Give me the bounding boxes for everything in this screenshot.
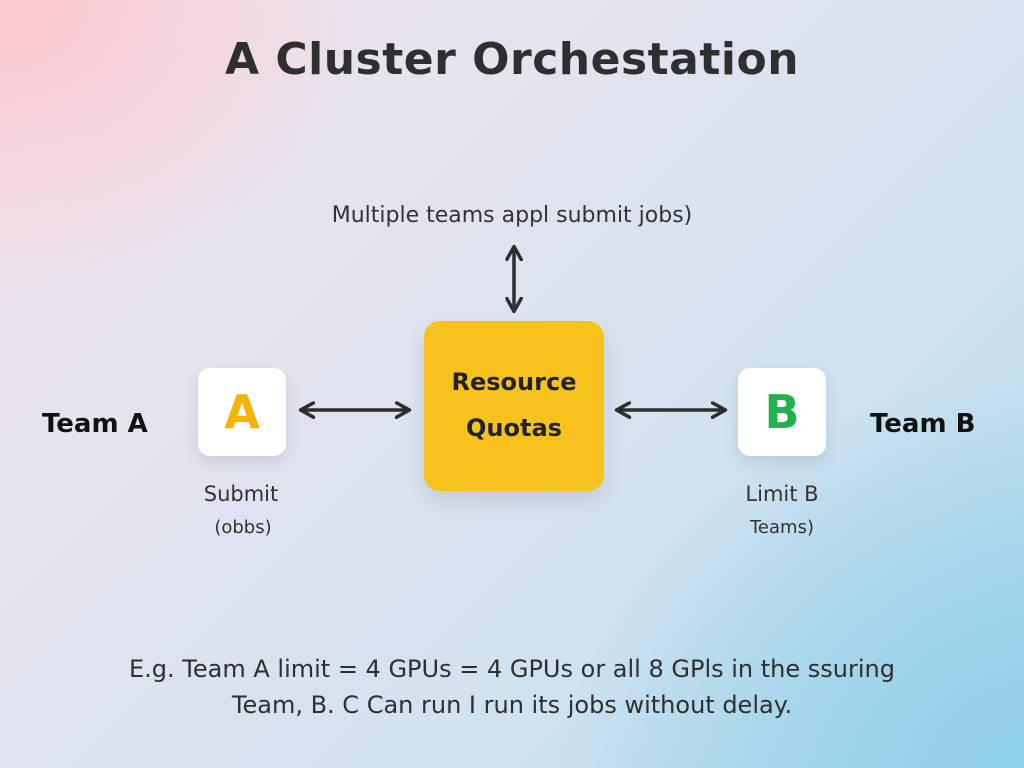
team-a-caption-line1: Submit (203, 482, 279, 506)
diagram-title: A Cluster Orchestation (224, 34, 800, 85)
footnote-line2: Team, B. C Can run I run its jobs withou… (231, 691, 793, 719)
team-a-node: A (198, 368, 286, 456)
team-b-caption-line2: Teams) (750, 517, 814, 538)
team-a-label: Team A (42, 409, 148, 439)
team-b-caption-line1: Limit B (745, 482, 819, 506)
resource-quotas-line1: Resource (451, 368, 577, 397)
team-a-caption-line2: (obbs) (214, 517, 272, 538)
resource-quotas-node: Resource Quotas (424, 321, 604, 491)
resource-quotas-line2: Quotas (466, 414, 562, 442)
footnote-line1: E.g. Team A limit = 4 GPUs = 4 GPUs or a… (129, 655, 895, 683)
team-b-label: Team B (870, 409, 976, 439)
top-caption: Multiple teams appl submit jobs) (331, 203, 693, 228)
team-b-node: B (738, 368, 826, 456)
